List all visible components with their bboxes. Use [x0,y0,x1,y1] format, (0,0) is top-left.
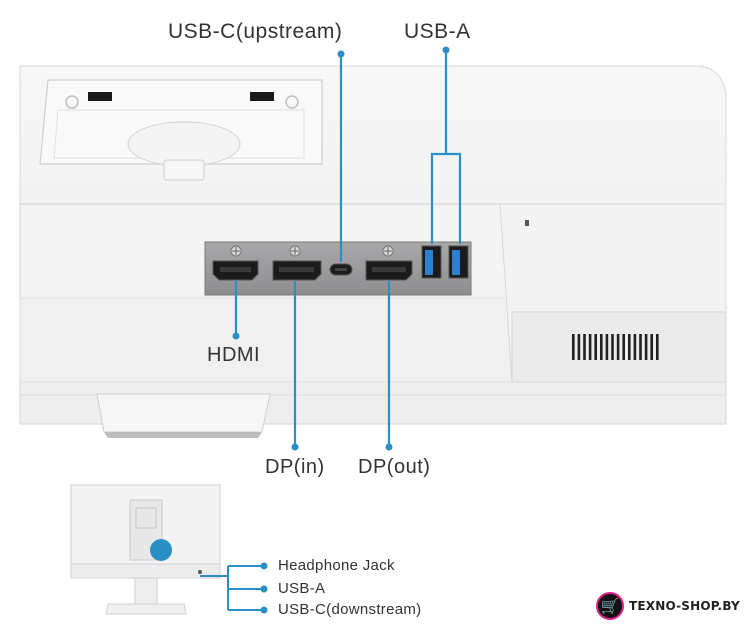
vent-slot [611,334,614,360]
label-usb-a-top: USB-A [404,20,471,43]
vesa-mount-plate [39,79,323,181]
vent-slot [644,334,648,360]
screw-icon [230,245,242,257]
vent-slot [572,334,575,360]
shopping-cart-icon: 🛒 [596,592,624,620]
vent-slot [577,334,581,360]
screw-icon [289,245,301,257]
side-callout-lines [200,565,262,611]
vent-slot [594,334,597,360]
shop-name: TEXNO-SHOP.BY [629,599,740,613]
usb-c-upstream-port-icon [329,263,353,276]
usb-a-port-icon [448,245,469,279]
label-headphone-jack: Headphone Jack [278,557,395,574]
vent-slot [650,334,653,360]
hdmi-port-icon [212,260,259,281]
label-usb-a-side: USB-A [278,580,326,597]
displayport-out-icon [365,260,413,281]
monitor-thumbnail [70,484,221,615]
vent-slot [605,334,609,360]
vent-slot [588,334,592,360]
label-dp-out: DP(out) [358,456,431,478]
vent-slot [633,334,637,360]
label-hdmi: HDMI [207,344,261,366]
vent-grille [572,334,659,360]
vent-slot [639,334,642,360]
vent-slot [616,334,620,360]
vent-slot [622,334,625,360]
callout-lines [234,50,462,447]
usb-a-port-icon [421,245,442,279]
label-usb-c-upstream: USB-C(upstream) [168,20,343,43]
displayport-in-icon [272,260,322,281]
screw-icon [382,245,394,257]
vent-slot [583,334,586,360]
vent-slot [656,334,659,360]
stand-foot [96,393,271,438]
shop-watermark: 🛒 TEXNO-SHOP.BY [596,592,740,620]
label-usb-c-downstream: USB-C(downstream) [278,601,422,618]
callout-dots [232,46,450,451]
side-callout-dots [260,562,268,614]
vent-slot [628,334,631,360]
label-dp-in: DP(in) [265,456,325,478]
vent-slot [600,334,603,360]
